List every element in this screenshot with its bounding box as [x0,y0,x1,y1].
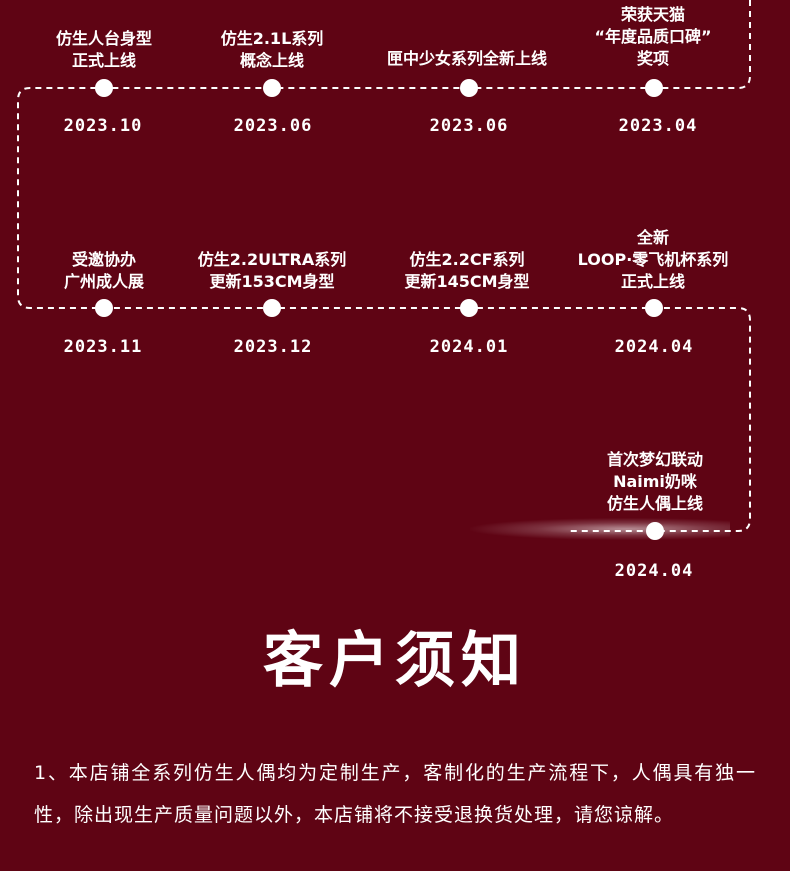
event-label: 仿生2.1L系列 概念上线 [220,29,324,70]
timeline-dot [95,299,113,317]
timeline-dot [645,299,663,317]
event-label: 仿生2.2ULTRA系列 更新153CM身型 [197,250,347,291]
event-date: 2024.04 [614,337,694,357]
timeline-dot [95,79,113,97]
event-date: 2023.04 [618,116,698,136]
event-label: 首次梦幻联动 Naimi奶咪 仿生人偶上线 [606,450,703,513]
event-date: 2024.04 [614,561,694,581]
timeline-dot [460,299,478,317]
event-date: 2023.12 [233,337,313,357]
section-title: 客户须知 [263,626,527,696]
timeline-dot [646,522,664,540]
event-label: 全新 LOOP·零飞机杯系列 正式上线 [577,228,729,291]
timeline-dashed-line [17,0,751,532]
event-date: 2023.11 [63,337,143,357]
event-label: 仿生人台身型 正式上线 [55,29,152,70]
event-date: 2023.06 [233,116,313,136]
event-date: 2024.01 [429,337,509,357]
timeline-dot [263,79,281,97]
timeline-path [17,0,751,532]
event-label: 荣获天猫 “年度品质口碑” 奖项 [594,5,712,68]
timeline-fade-glow [470,518,730,540]
event-label: 匣中少女系列全新上线 [386,49,547,68]
timeline-dot [460,79,478,97]
event-date: 2023.06 [429,116,509,136]
event-label: 仿生2.2CF系列 更新145CM身型 [404,250,530,291]
event-label: 受邀协办 广州成人展 [63,250,144,291]
timeline-dot [263,299,281,317]
event-date: 2023.10 [63,116,143,136]
notice-paragraph: 1、本店铺全系列仿生人偶均为定制生产，客制化的生产流程下，人偶具有独一性，除出现… [34,762,756,826]
timeline-dot [645,79,663,97]
